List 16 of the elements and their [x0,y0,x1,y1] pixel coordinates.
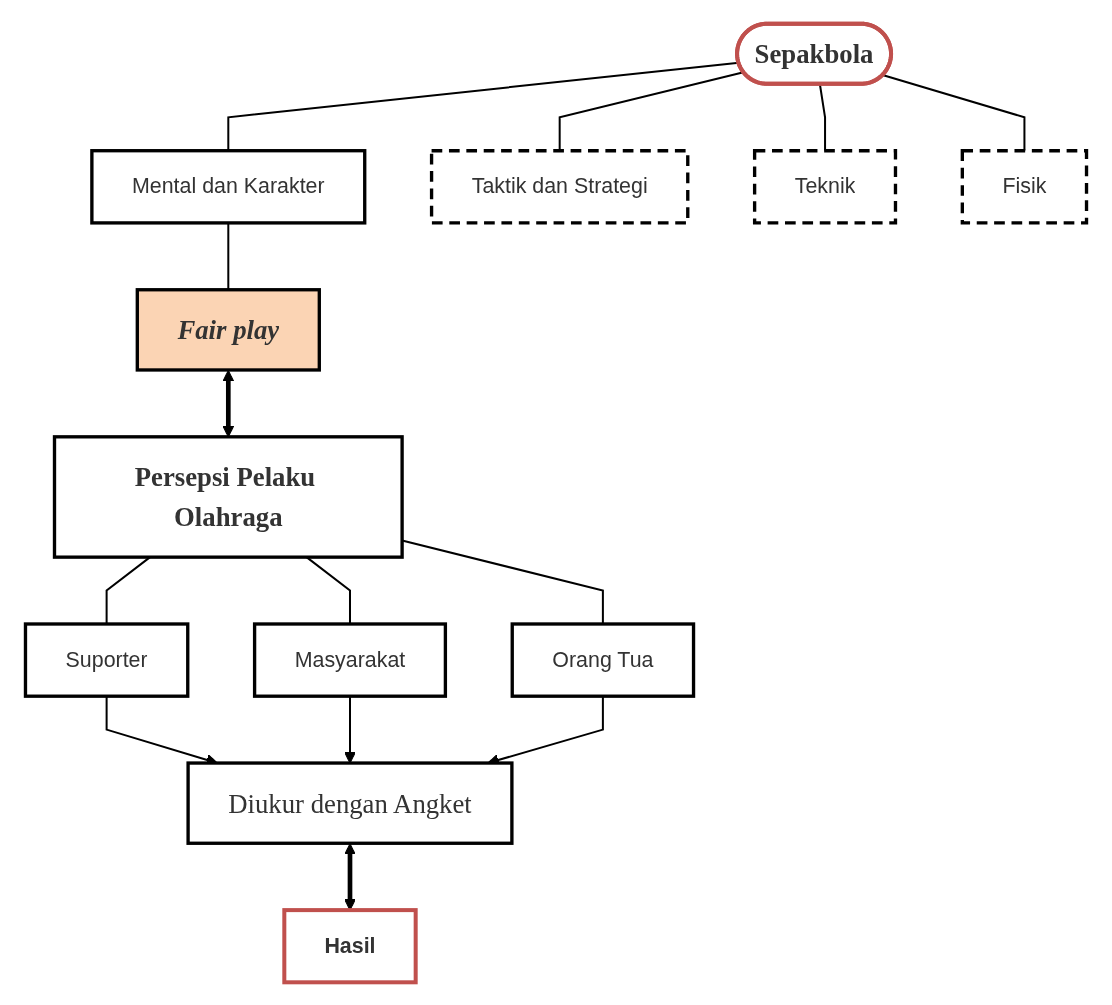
arrow [222,369,235,437]
connector [883,73,1026,151]
node-box: Orang Tua [510,621,696,698]
node-box: Teknik [752,148,898,225]
connector [227,61,739,151]
node-box: Fair play [135,287,321,372]
node-box: Suporter [23,621,190,698]
node-box: Taktik dan Strategi [429,148,690,225]
node-box: Diukur dengan Angket [186,760,514,845]
connector [227,222,230,290]
connector [558,70,744,151]
node-box: Mental dan Karakter [90,148,367,225]
node-box: Hasil [282,907,418,984]
node-box: Persepsi Pelaku Olahraga [52,434,404,559]
node-box: Fisik [960,148,1089,225]
node-box: Masyarakat [252,621,448,698]
